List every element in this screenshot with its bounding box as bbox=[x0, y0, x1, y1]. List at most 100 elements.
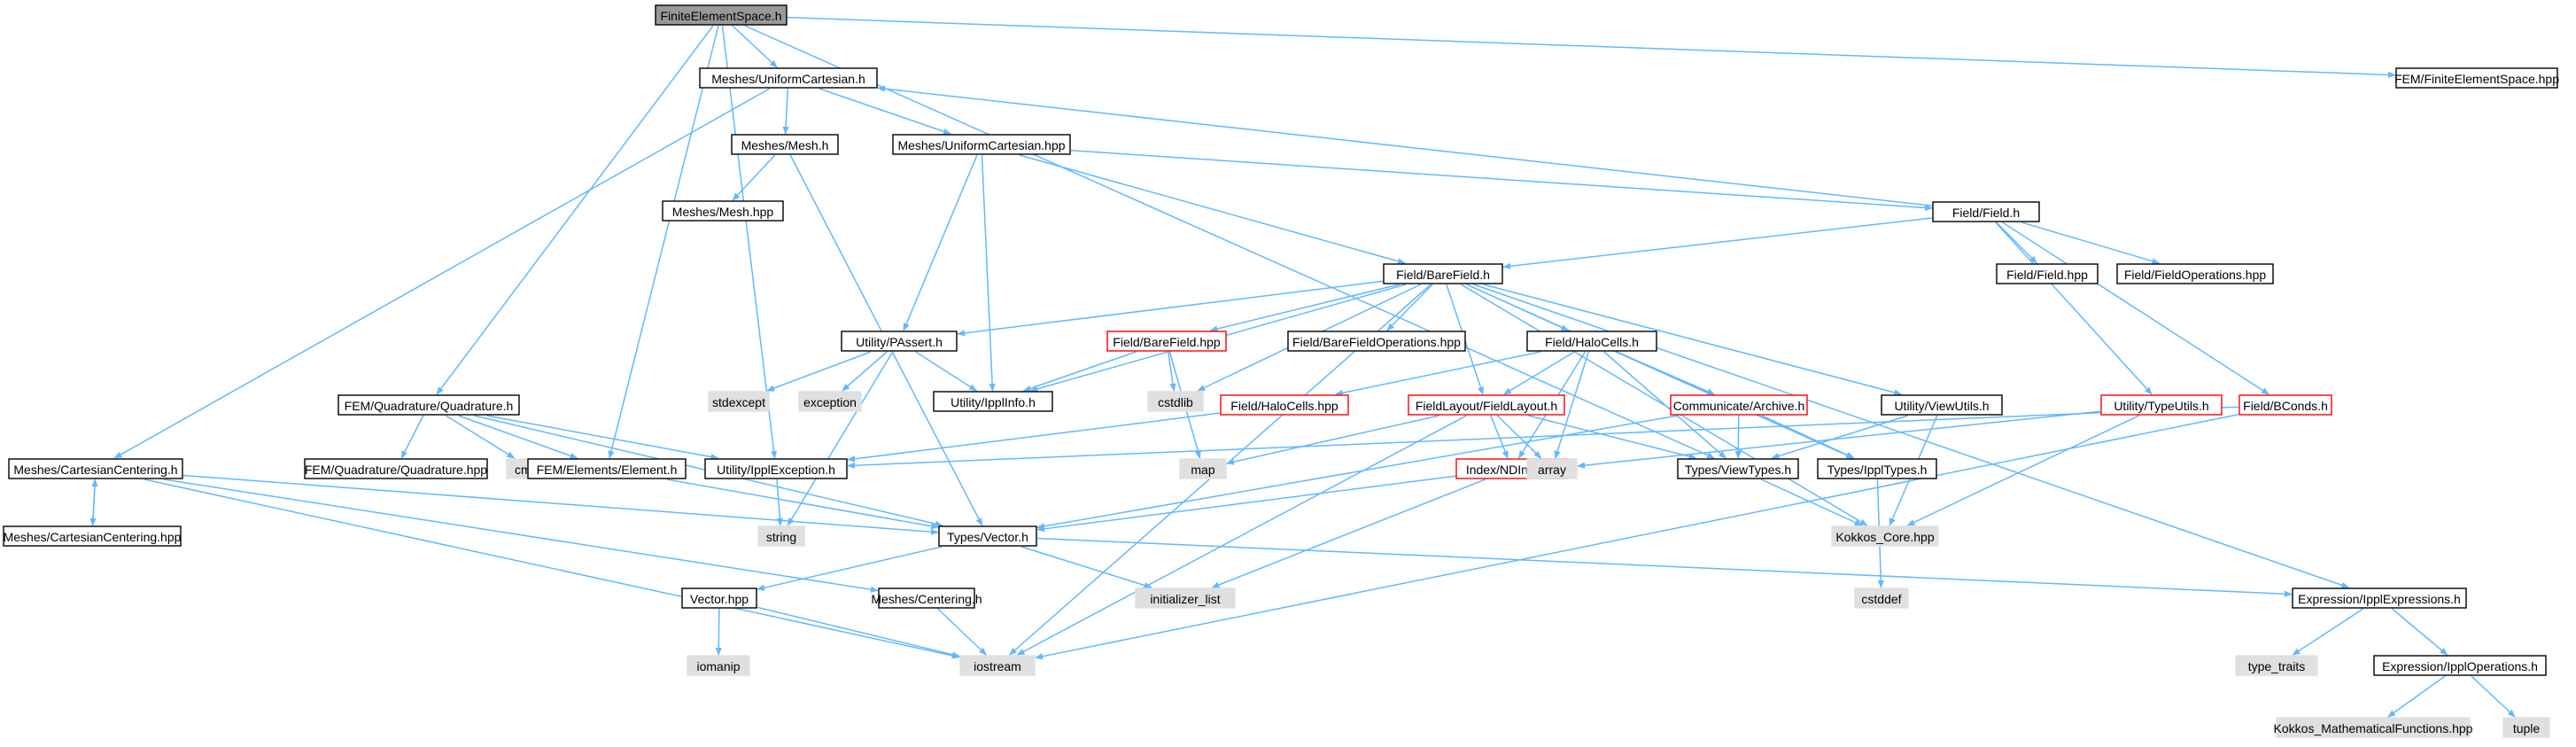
node-vector-hpp[interactable]: Vector.hpp bbox=[681, 587, 757, 609]
node-expression-ipploperations-h[interactable]: Expression/IpplOperations.h bbox=[2373, 655, 2547, 676]
node-label: Meshes/Mesh.h bbox=[741, 138, 829, 152]
edge-fem-quadrature-quadrature-h-to-utility-ipplexception-h bbox=[486, 415, 719, 461]
edge-types-vector-h-to-initializer-list bbox=[1021, 546, 1152, 589]
edge-finiteelementspace-h-to-fem-quadrature-quadrature-h bbox=[436, 25, 714, 395]
node-label: Meshes/UniformCartesian.hpp bbox=[897, 138, 1065, 152]
node-label: FEM/Quadrature/Quadrature.hpp bbox=[305, 463, 487, 477]
node-field-fieldoperations-hpp[interactable]: Field/FieldOperations.hpp bbox=[2116, 263, 2274, 284]
node-field-barefieldoperations-hpp[interactable]: Field/BareFieldOperations.hpp bbox=[1287, 331, 1466, 352]
edge-field-field-h-to-field-bconds-h bbox=[2002, 222, 2270, 395]
node-meshes-centering-h[interactable]: Meshes/Centering.h bbox=[871, 587, 982, 609]
node-box bbox=[1932, 201, 2040, 222]
node-label: Utility/PAssert.h bbox=[856, 335, 943, 349]
node-box bbox=[1179, 458, 1227, 479]
node-box bbox=[655, 4, 788, 26]
node-types-ippltypes-h[interactable]: Types/IpplTypes.h bbox=[1817, 458, 1937, 479]
edge-field-field-h-to-field-field-hpp bbox=[1996, 222, 2037, 264]
edge-field-bconds-h-to-iostream bbox=[1035, 413, 2239, 660]
edge-fem-elements-element-h-to-types-vector-h bbox=[666, 479, 939, 530]
edge-field-field-h-to-field-fieldoperations-hpp bbox=[2021, 222, 2161, 265]
node-box bbox=[798, 391, 862, 412]
node-utility-ipplinfo-h[interactable]: Utility/IpplInfo.h bbox=[933, 391, 1053, 412]
node-kokkos-core-hpp: Kokkos_Core.hpp bbox=[1831, 525, 1939, 547]
node-box bbox=[662, 200, 784, 222]
node-utility-ipplexception-h[interactable]: Utility/IpplException.h bbox=[704, 458, 848, 479]
node-field-barefield-hpp[interactable]: Field/BareField.hpp bbox=[1106, 331, 1227, 352]
node-label: FieldLayout/FieldLayout.h bbox=[1416, 399, 1557, 413]
node-label: Kokkos_Core.hpp bbox=[1835, 530, 1935, 544]
node-label: Kokkos_MathematicalFunctions.hpp bbox=[2274, 721, 2473, 735]
edge-field-barefield-h-to-field-barefield-hpp bbox=[1209, 284, 1400, 332]
edge-meshes-uniformcartesian-hpp-to-utility-passert-h bbox=[903, 154, 978, 331]
node-utility-passert-h[interactable]: Utility/PAssert.h bbox=[841, 331, 958, 352]
node-fieldlayout-fieldlayout-h[interactable]: FieldLayout/FieldLayout.h bbox=[1408, 394, 1565, 416]
node-label: Field/Field.hpp bbox=[2006, 268, 2088, 282]
node-utility-viewutils-h[interactable]: Utility/ViewUtils.h bbox=[1881, 394, 2003, 416]
node-fem-quadrature-quadrature-h[interactable]: FEM/Quadrature/Quadrature.h bbox=[338, 394, 520, 416]
edge-meshes-cartesiancentering-h-to-iostream bbox=[144, 479, 960, 659]
node-meshes-mesh-h[interactable]: Meshes/Mesh.h bbox=[731, 134, 839, 155]
node-box bbox=[304, 458, 488, 479]
edge-finiteelementspace-h-to-fem-finiteelementspace-hpp bbox=[787, 16, 2396, 79]
edge-field-halocells-hpp-to-utility-ipplexception-h bbox=[847, 412, 1221, 463]
node-utility-typeutils-h[interactable]: Utility/TypeUtils.h bbox=[2100, 394, 2223, 416]
node-label: cstdlib bbox=[1158, 395, 1193, 409]
node-field-halocells-h[interactable]: Field/HaloCells.h bbox=[1526, 331, 1657, 352]
node-communicate-archive-h[interactable]: Communicate/Archive.h bbox=[1670, 394, 1808, 416]
node-box bbox=[699, 67, 878, 89]
node-expression-ipplexpressions-h[interactable]: Expression/IpplExpressions.h bbox=[2292, 587, 2467, 609]
node-box bbox=[1526, 331, 1657, 352]
node-label: Field/HaloCells.h bbox=[1545, 335, 1639, 349]
node-meshes-mesh-hpp[interactable]: Meshes/Mesh.hpp bbox=[662, 200, 784, 222]
node-fem-quadrature-quadrature-hpp[interactable]: FEM/Quadrature/Quadrature.hpp bbox=[304, 458, 488, 479]
node-field-bconds-h[interactable]: Field/BConds.h bbox=[2238, 394, 2332, 416]
node-meshes-uniformcartesian-h[interactable]: Meshes/UniformCartesian.h bbox=[699, 67, 878, 89]
edge-expression-ipploperations-h-to-kokkos-mathematicalfunctions-hpp bbox=[2387, 675, 2446, 718]
node-label: Field/HaloCells.hpp bbox=[1230, 399, 1338, 413]
edge-types-vector-h-to-expression-ipplexpressions-h bbox=[1036, 537, 2293, 597]
node-box bbox=[704, 458, 848, 479]
node-field-halocells-hpp[interactable]: Field/HaloCells.hpp bbox=[1220, 394, 1349, 416]
node-label: Utility/ViewUtils.h bbox=[1894, 399, 1989, 413]
node-label: FEM/Elements/Element.h bbox=[537, 463, 678, 477]
node-types-viewtypes-h[interactable]: Types/ViewTypes.h bbox=[1677, 458, 1799, 479]
node-finiteelementspace-h[interactable]: FiniteElementSpace.h bbox=[655, 4, 788, 26]
node-label: Meshes/Centering.h bbox=[871, 592, 982, 606]
node-box bbox=[1287, 331, 1466, 352]
node-box bbox=[2100, 394, 2223, 416]
node-label: Meshes/Mesh.hpp bbox=[672, 205, 774, 219]
node-box bbox=[8, 458, 183, 479]
node-types-vector-h[interactable]: Types/Vector.h bbox=[938, 525, 1037, 547]
node-box bbox=[1854, 587, 1909, 609]
node-tuple: tuple bbox=[2502, 717, 2550, 738]
node-field-field-hpp[interactable]: Field/Field.hpp bbox=[1996, 263, 2099, 284]
node-label: exception bbox=[803, 395, 857, 409]
node-box bbox=[731, 134, 839, 155]
edge-fem-quadrature-quadrature-h-to-fem-quadrature-quadrature-hpp bbox=[400, 415, 424, 459]
edge-fem-quadrature-quadrature-h-to-fem-elements-element-h bbox=[458, 415, 578, 459]
node-meshes-cartesiancentering-hpp[interactable]: Meshes/CartesianCentering.hpp bbox=[3, 525, 182, 547]
node-box bbox=[3, 525, 182, 547]
node-meshes-cartesiancentering-h[interactable]: Meshes/CartesianCentering.h bbox=[8, 458, 183, 479]
node-label: Field/FieldOperations.hpp bbox=[2124, 268, 2267, 282]
edge-field-barefield-hpp-to-cstdlib bbox=[1168, 351, 1176, 392]
node-stdexcept: stdexcept bbox=[708, 391, 770, 412]
node-box bbox=[2502, 717, 2550, 738]
node-box bbox=[1817, 458, 1937, 479]
node-field-barefield-h[interactable]: Field/BareField.h bbox=[1383, 263, 1503, 284]
edge-utility-passert-h-to-stdexcept bbox=[766, 351, 872, 392]
node-array: array bbox=[1526, 458, 1578, 479]
node-box bbox=[1881, 394, 2003, 416]
node-field-field-h[interactable]: Field/Field.h bbox=[1932, 201, 2040, 222]
node-meshes-uniformcartesian-hpp[interactable]: Meshes/UniformCartesian.hpp bbox=[892, 134, 1071, 155]
node-label: type_traits bbox=[2248, 659, 2306, 673]
node-layer: FiniteElementSpace.hMeshes/UniformCartes… bbox=[3, 4, 2559, 738]
node-label: Vector.hpp bbox=[690, 592, 749, 606]
node-fem-elements-element-h[interactable]: FEM/Elements/Element.h bbox=[527, 458, 687, 479]
node-label: map bbox=[1191, 463, 1214, 477]
node-label: string bbox=[766, 530, 796, 544]
node-box bbox=[2238, 394, 2332, 416]
node-fem-finiteelementspace-hpp[interactable]: FEM/FiniteElementSpace.hpp bbox=[2394, 67, 2559, 89]
node-string: string bbox=[757, 525, 805, 547]
edge-vector-hpp-to-iostream bbox=[757, 606, 960, 658]
